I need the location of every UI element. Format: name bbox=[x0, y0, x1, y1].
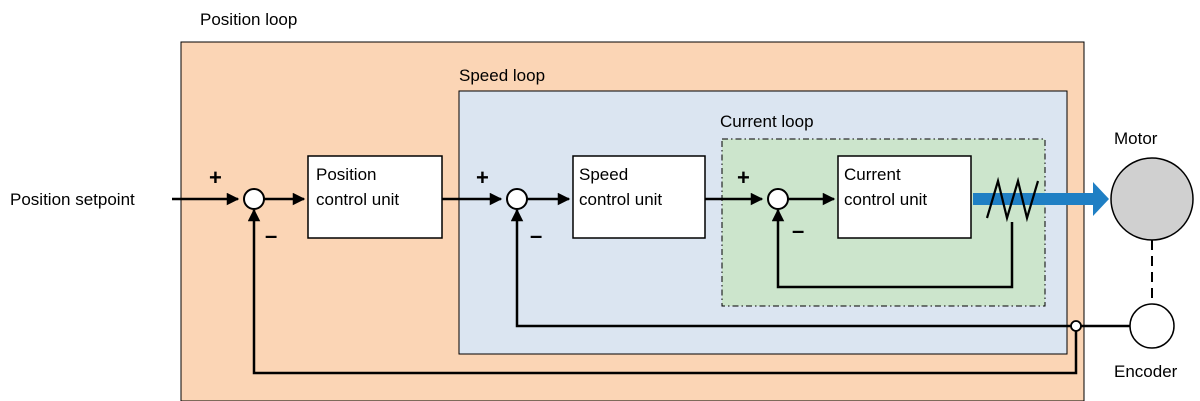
motor-circle bbox=[1110, 157, 1194, 241]
encoder-circle bbox=[1129, 303, 1175, 349]
speed-feedback-line bbox=[510, 208, 1071, 328]
position-setpoint-label: Position setpoint bbox=[10, 190, 135, 209]
position-control-label-line1: Position bbox=[316, 165, 376, 184]
current-control-label-line1: Current bbox=[844, 165, 901, 184]
speed-sum-minus-sign: – bbox=[530, 223, 542, 248]
speed-sum-plus-sign: + bbox=[476, 165, 489, 190]
position-control-block bbox=[307, 155, 443, 239]
speed-loop-title: Speed loop bbox=[459, 66, 545, 85]
speed-summing-junction bbox=[506, 188, 528, 210]
encoder-label: Encoder bbox=[1114, 362, 1178, 381]
position-loop-title: Position loop bbox=[200, 10, 297, 29]
position-summing-junction bbox=[243, 188, 265, 210]
speed-control-label-line1: Speed bbox=[579, 165, 628, 184]
current-sum-minus-sign: – bbox=[792, 218, 804, 243]
speed-control-block bbox=[572, 155, 706, 239]
position-feedback-line bbox=[247, 208, 1078, 375]
current-control-block bbox=[837, 155, 972, 239]
current-control-label-line2: control unit bbox=[844, 190, 927, 209]
current-feedback-line bbox=[771, 208, 1014, 289]
current-sum-plus-sign: + bbox=[737, 165, 750, 190]
position-sum-plus-sign: + bbox=[209, 165, 222, 190]
current-summing-junction bbox=[767, 188, 789, 210]
zigzag-icon bbox=[985, 176, 1040, 223]
motor-label: Motor bbox=[1114, 129, 1158, 148]
position-control-label-line2: control unit bbox=[316, 190, 399, 209]
position-sum-minus-sign: – bbox=[265, 223, 277, 248]
speed-control-label-line2: control unit bbox=[579, 190, 662, 209]
current-loop-title: Current loop bbox=[720, 112, 814, 131]
feedback-branch-node bbox=[1070, 320, 1082, 332]
